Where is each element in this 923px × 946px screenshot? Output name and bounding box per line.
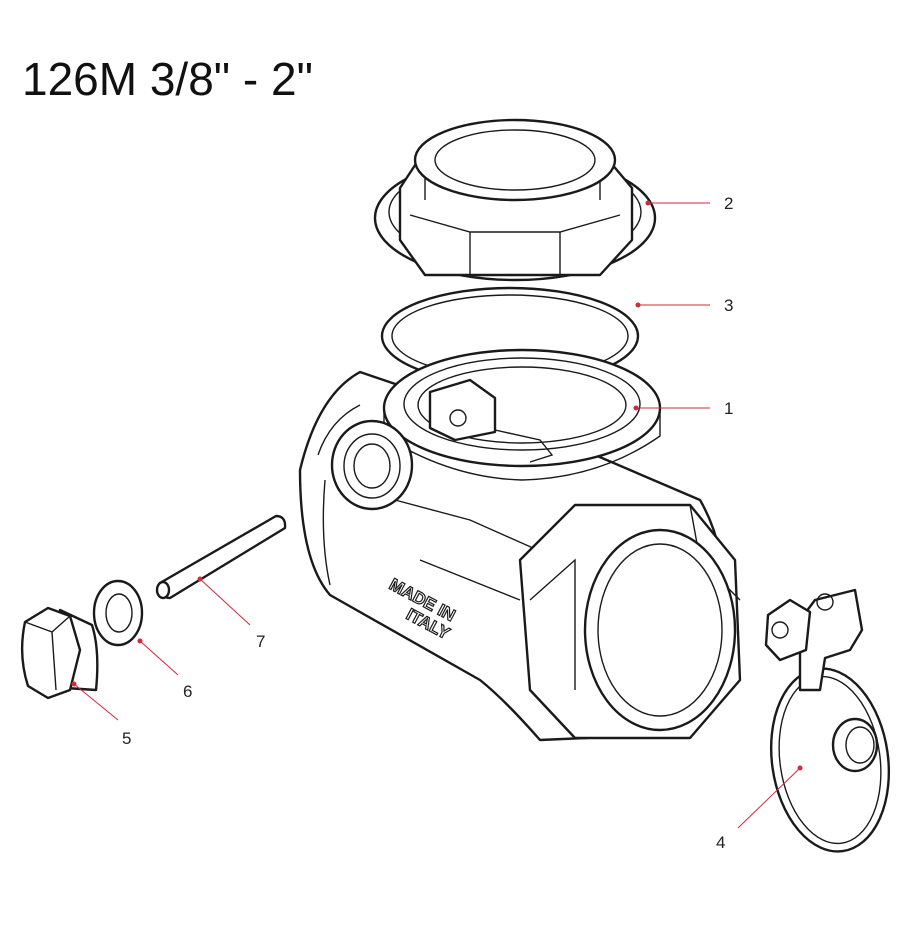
callout-2: 2 bbox=[645, 194, 733, 213]
part-4-swing-disc bbox=[764, 588, 891, 853]
callout-4-label: 4 bbox=[716, 833, 725, 852]
callout-2-label: 2 bbox=[724, 194, 733, 213]
callout-4: 4 bbox=[716, 765, 803, 852]
part-2-hex-cap bbox=[373, 118, 657, 282]
part-6-washer bbox=[92, 579, 144, 647]
callout-6-label: 6 bbox=[183, 682, 192, 701]
part-7-pin bbox=[155, 514, 287, 600]
part-5-plug bbox=[20, 606, 99, 700]
callout-3: 3 bbox=[635, 296, 733, 315]
callout-7-label: 7 bbox=[256, 632, 265, 651]
callout-5-label: 5 bbox=[122, 729, 131, 748]
part-1-valve-body: MADE IN ITALY bbox=[298, 348, 742, 742]
callout-7: 7 bbox=[197, 576, 265, 651]
callout-6: 6 bbox=[137, 638, 192, 701]
callout-1: 1 bbox=[633, 399, 733, 418]
callout-3-label: 3 bbox=[724, 296, 733, 315]
diagram-title: 126M 3/8" - 2" bbox=[22, 53, 313, 105]
callout-5: 5 bbox=[71, 681, 131, 748]
callout-1-label: 1 bbox=[724, 399, 733, 418]
